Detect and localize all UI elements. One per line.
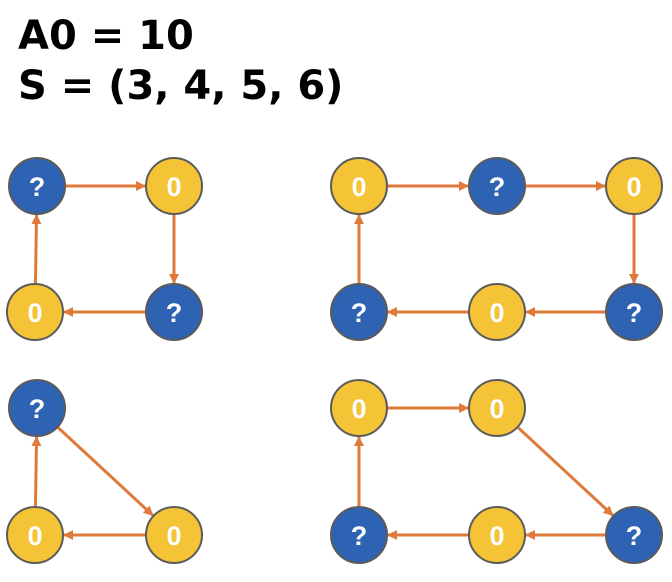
node-label: ?	[166, 298, 183, 328]
node-cycle-4-3: 0	[6, 283, 64, 341]
node-label: ?	[29, 172, 46, 202]
node-cycle-5-3: 0	[468, 506, 526, 564]
node-circle	[145, 506, 203, 564]
node-cycle-4-2: ?	[145, 283, 203, 341]
node-circle	[605, 283, 663, 341]
node-label: 0	[489, 298, 504, 328]
node-label: ?	[626, 521, 643, 551]
node-label: 0	[351, 172, 366, 202]
node-cycle-4-1: 0	[145, 157, 203, 215]
node-circle	[8, 379, 66, 437]
node-label: ?	[489, 172, 506, 202]
node-cycle-3-1: 0	[145, 506, 203, 564]
node-circle	[330, 506, 388, 564]
node-cycle-6-5: ?	[330, 283, 388, 341]
header-line-s: S = (3, 4, 5, 6)	[18, 63, 344, 109]
edge-arrow-cycle-3-2	[31, 435, 42, 507]
node-circle	[605, 157, 663, 215]
node-circle	[330, 157, 388, 215]
node-circle	[468, 283, 526, 341]
node-circle	[6, 506, 64, 564]
node-cycle-6-3: ?	[605, 283, 663, 341]
node-label: ?	[351, 521, 368, 551]
node-circle	[145, 283, 203, 341]
node-circle	[468, 379, 526, 437]
node-cycle-6-2: 0	[605, 157, 663, 215]
node-circle	[145, 157, 203, 215]
node-circle	[330, 379, 388, 437]
node-label: ?	[29, 394, 46, 424]
node-circle	[468, 506, 526, 564]
node-circle	[8, 157, 66, 215]
node-cycle-6-4: 0	[468, 283, 526, 341]
node-label: 0	[489, 521, 504, 551]
node-label: 0	[489, 394, 504, 424]
node-label: ?	[626, 298, 643, 328]
node-label: 0	[166, 172, 181, 202]
node-cycle-4-0: ?	[8, 157, 66, 215]
node-label: 0	[351, 394, 366, 424]
node-cycle-5-0: 0	[330, 379, 388, 437]
node-cycle-5-1: 0	[468, 379, 526, 437]
node-label: 0	[27, 298, 42, 328]
node-circle	[468, 157, 526, 215]
edges-layer	[31, 181, 639, 540]
header-line-a0: A0 = 10	[18, 13, 194, 59]
nodes-layer: ? 0? 0 0? 0? 0?? 0 0 0 0? 0?	[6, 157, 663, 564]
node-circle	[605, 506, 663, 564]
node-label: 0	[27, 521, 42, 551]
node-cycle-5-4: ?	[330, 506, 388, 564]
node-cycle-5-2: ?	[605, 506, 663, 564]
edge-arrow-cycle-4-3	[31, 213, 42, 284]
node-label: 0	[166, 521, 181, 551]
node-cycle-6-1: ?	[468, 157, 526, 215]
edge-arrow-cycle-5-1	[517, 426, 614, 517]
node-cycle-3-2: 0	[6, 506, 64, 564]
node-label: 0	[626, 172, 641, 202]
node-circle	[6, 283, 64, 341]
node-cycle-3-0: ?	[8, 379, 66, 437]
node-cycle-6-0: 0	[330, 157, 388, 215]
edge-arrow-cycle-3-0	[57, 426, 154, 517]
node-circle	[330, 283, 388, 341]
node-label: ?	[351, 298, 368, 328]
